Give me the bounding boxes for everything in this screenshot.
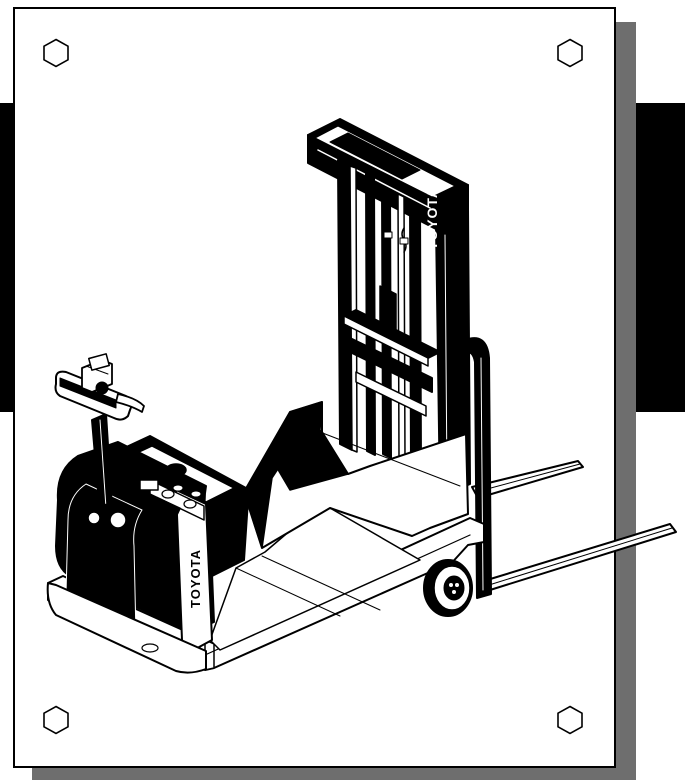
hex-bolt-icon	[555, 38, 585, 68]
mast-brand-logo: TOYOTA	[424, 186, 440, 250]
tiller	[54, 353, 145, 540]
chassis	[47, 401, 485, 671]
hex-bolt-icon	[555, 705, 585, 735]
control-knobs	[139, 463, 205, 524]
fork-lower	[486, 523, 677, 591]
hex-bolt-icon	[41, 38, 71, 68]
hex-bolt-icon	[41, 705, 71, 735]
right-black-tab	[636, 103, 685, 412]
body-brand-logo: TOYOTA	[188, 549, 203, 608]
left-black-tab	[0, 103, 15, 412]
plate-shadow-bottom	[32, 768, 636, 780]
plate-shadow-right	[616, 22, 636, 780]
load-wheel	[423, 559, 473, 617]
mast-crossbars	[343, 285, 441, 417]
